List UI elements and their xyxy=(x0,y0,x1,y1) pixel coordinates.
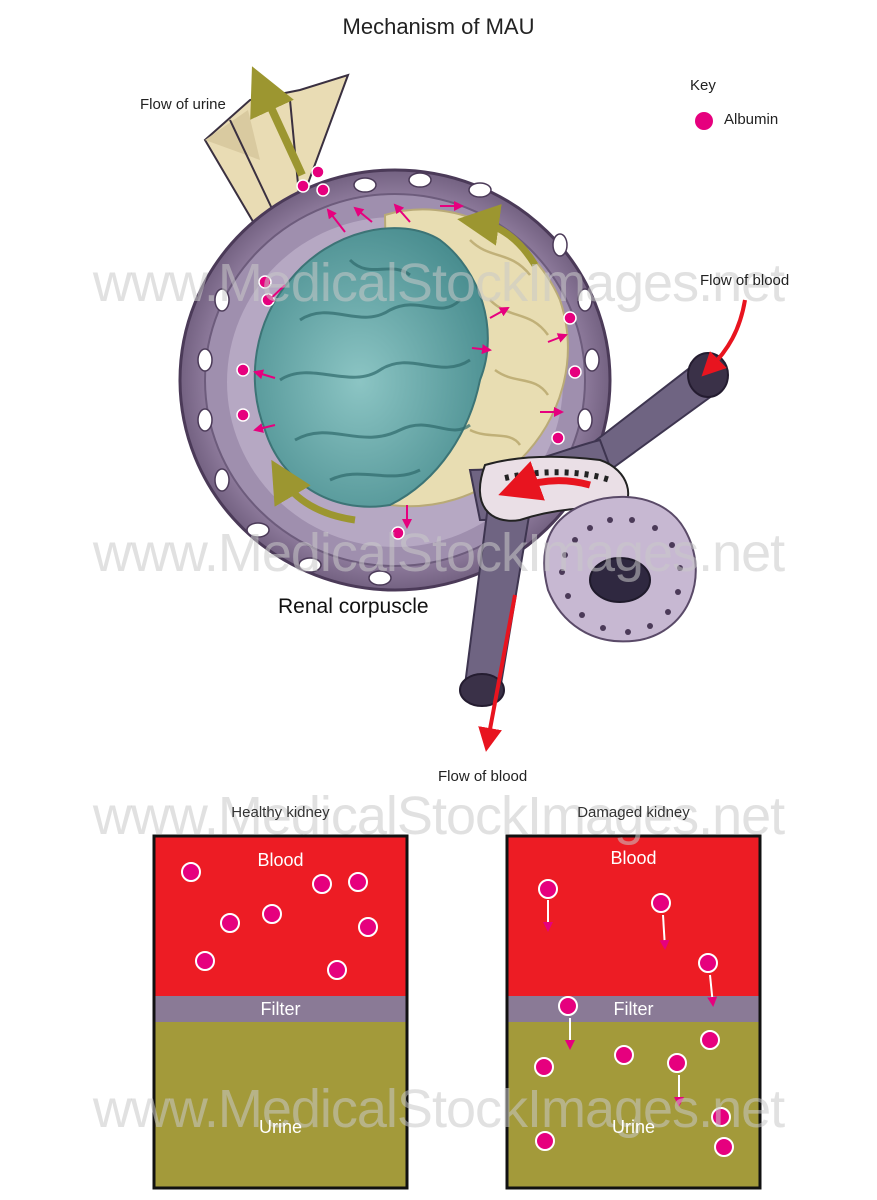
damaged-filter-label: Filter xyxy=(613,999,654,1019)
healthy-kidney-panel xyxy=(152,834,409,1190)
damaged-urine-label: Urine xyxy=(611,1117,655,1137)
renal-corpuscle-label: Renal corpuscle xyxy=(278,595,429,618)
glomerulus xyxy=(253,208,569,508)
healthy-filter-label: Filter xyxy=(260,999,301,1019)
damaged-kidney-panel xyxy=(505,834,762,1190)
key-albumin-dot xyxy=(695,112,713,130)
damaged-kidney-title: Damaged kidney xyxy=(577,804,690,821)
healthy-kidney-title: Healthy kidney xyxy=(231,804,330,821)
urine-flow-arrows xyxy=(250,66,539,524)
diagram-title: Mechanism of MAU xyxy=(342,14,535,39)
blood-flow-arrows xyxy=(478,299,747,752)
healthy-blood-label: Blood xyxy=(257,850,304,870)
key-heading: Key xyxy=(690,77,716,94)
flow-of-blood-in-label: Flow of blood xyxy=(700,272,790,289)
capsule-cells xyxy=(197,172,600,586)
damaged-blood-label: Blood xyxy=(610,848,657,868)
healthy-urine-label: Urine xyxy=(258,1117,302,1137)
key-albumin-label: Albumin xyxy=(724,111,779,128)
flow-of-urine-label: Flow of urine xyxy=(140,96,226,113)
macula-densa xyxy=(543,495,697,643)
flow-of-blood-out-label: Flow of blood xyxy=(438,768,528,785)
albumin-leak-arrows xyxy=(253,201,568,529)
